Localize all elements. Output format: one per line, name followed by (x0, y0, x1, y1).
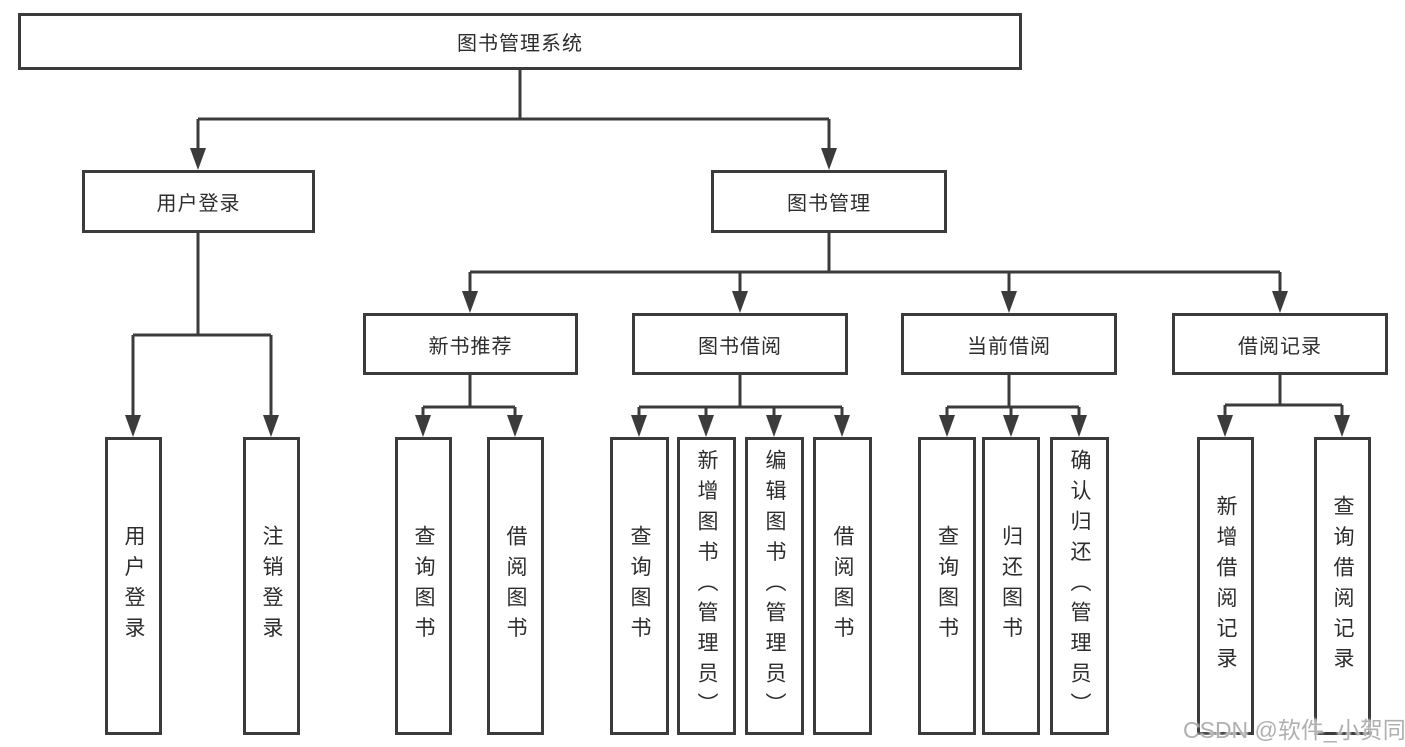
leaf-label: 注销登录 (260, 525, 283, 647)
node-label: 图书管理系统 (457, 33, 583, 55)
leaf-edit-books-admin: 编辑图书（管理员） (745, 437, 804, 735)
leaf-label: 用户登录 (122, 525, 145, 647)
leaf-recommend-borrow-books: 借阅图书 (487, 437, 544, 735)
leaf-logout: 注销登录 (243, 437, 300, 735)
leaf-label: 借阅图书 (504, 525, 527, 647)
leaf-label: 查询图书 (628, 525, 651, 647)
csdn-watermark: CSDN @软件_小贺同学 (1183, 717, 1405, 743)
node-book-borrow: 图书借阅 (632, 313, 848, 375)
leaf-label: 确认归还（管理员） (1068, 448, 1091, 724)
leaf-recommend-query-books: 查询图书 (395, 437, 452, 735)
node-root-library-management-system: 图书管理系统 (18, 13, 1022, 70)
leaf-label: 查询图书 (935, 525, 959, 647)
node-new-book-recommend: 新书推荐 (363, 313, 578, 375)
leaf-query-borrow-record: 查询借阅记录 (1314, 437, 1371, 735)
node-label: 借阅记录 (1238, 335, 1322, 358)
node-book-management: 图书管理 (711, 170, 947, 233)
node-label: 图书借阅 (698, 335, 782, 358)
node-label: 新书推荐 (428, 335, 513, 358)
leaf-confirm-return-admin: 确认归还（管理员） (1050, 437, 1109, 735)
leaf-return-books: 归还图书 (982, 437, 1040, 735)
leaf-label: 查询图书 (412, 525, 435, 647)
arrowheads (125, 148, 1350, 437)
node-borrow-records: 借阅记录 (1172, 313, 1388, 375)
node-label: 当前借阅 (967, 335, 1051, 358)
leaf-label: 归还图书 (999, 525, 1023, 647)
leaf-label: 查询借阅记录 (1331, 494, 1354, 678)
leaf-borrow-books: 借阅图书 (813, 437, 872, 735)
leaf-borrow-query-books: 查询图书 (610, 437, 669, 735)
node-current-borrow: 当前借阅 (901, 313, 1117, 375)
leaf-user-login: 用户登录 (105, 437, 162, 735)
leaf-label: 借阅图书 (831, 525, 854, 647)
leaf-label: 新增图书（管理员） (695, 448, 718, 724)
node-label: 图书管理 (787, 193, 871, 215)
leaf-add-books-admin: 新增图书（管理员） (677, 437, 736, 735)
node-label: 用户登录 (156, 193, 241, 215)
leaf-add-borrow-record: 新增借阅记录 (1197, 437, 1254, 735)
leaf-label: 新增借阅记录 (1214, 494, 1237, 678)
leaf-label: 编辑图书（管理员） (763, 448, 786, 724)
leaf-current-query-books: 查询图书 (918, 437, 976, 735)
node-user-login: 用户登录 (82, 170, 315, 233)
